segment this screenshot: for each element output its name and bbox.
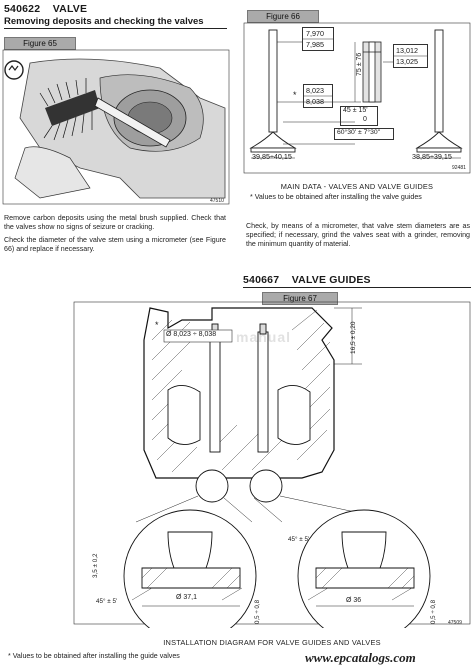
figure-67-caption: INSTALLATION DIAGRAM FOR VALVE GUIDES AN… xyxy=(163,638,381,647)
seat-circle-right xyxy=(249,469,283,503)
fig67-left-dia: Ø 37,1 xyxy=(176,594,198,601)
dim-head-a: 13,012 xyxy=(396,46,418,55)
figure-65-ref: 47510 xyxy=(210,198,224,204)
valve-stem-holder xyxy=(14,146,91,199)
site-watermark: www.epcatalogs.com xyxy=(305,650,416,665)
dim-box-guide: 8,023 8,038 xyxy=(303,84,333,108)
figure-66-illustration xyxy=(243,22,471,174)
section-code: 540622 VALVE xyxy=(4,3,87,15)
figure-66-caption: MAIN DATA - VALVES AND VALVE GUIDES xyxy=(280,182,434,191)
fig67-right-h: 0,5 ÷ 0,8 xyxy=(254,599,261,624)
figure-66-label: Figure 66 xyxy=(247,10,319,23)
right-valve xyxy=(415,29,463,153)
figure-65-illustration xyxy=(2,49,230,205)
guide-dia-box xyxy=(163,329,233,343)
dim-seat-angle: 60°30' ± 7°30'' xyxy=(337,129,381,136)
dim-star: * xyxy=(293,90,297,100)
fig67-right-angle: 45° ± 5' xyxy=(288,536,310,543)
note-circle-glyph xyxy=(8,65,19,71)
section-number: 540622 xyxy=(4,3,41,15)
fig67-right-dia: Ø 36 xyxy=(346,597,362,604)
left-valve xyxy=(249,29,297,153)
brush-handle xyxy=(94,97,171,148)
figure-frame xyxy=(73,301,471,625)
figure-frame xyxy=(243,22,471,174)
paragraph-2: Check the diameter of the valve stem usi… xyxy=(4,236,226,254)
figure-67-ref: 47509 xyxy=(448,620,462,626)
dim-length: 75 ± 76 xyxy=(356,52,363,76)
dim-stem-b: 7,985 xyxy=(306,40,324,49)
dim-right-dia: 38,85÷39,15 xyxy=(412,152,452,161)
dim-guide-b: 8,038 xyxy=(306,97,324,106)
figure-66-caption-note: * Values to be obtained after installing… xyxy=(250,193,422,201)
hatching xyxy=(151,309,331,473)
dim-stem-a: 7,970 xyxy=(306,29,324,38)
fig67-left-h: 3,5 ± 0,2 xyxy=(92,553,99,578)
dim-box-stem: 7,970 7,985 xyxy=(302,27,334,51)
seat-circle-left xyxy=(195,469,229,503)
dim-angle-a: 45 ± 15' xyxy=(343,107,368,114)
valve-guide xyxy=(362,41,382,103)
figure-frame xyxy=(2,49,230,205)
fig67-left-angle: 45° ± 5' xyxy=(96,598,118,605)
right-port xyxy=(277,385,311,445)
figure-67-caption-note: * Values to be obtained after installing… xyxy=(8,652,180,660)
guides-divider xyxy=(243,287,471,288)
section-subtitle: Removing deposits and checking the valve… xyxy=(4,16,204,27)
paragraph-1: Remove carbon deposits using the metal b… xyxy=(4,214,226,232)
dim-box-angle: 45 ± 15' 0 xyxy=(340,106,378,126)
dim-angle-b: 0 xyxy=(363,116,367,123)
fig67-right-h2: 0,5 ÷ 0,8 xyxy=(430,599,437,624)
guides-section-number: 540667 xyxy=(243,274,280,286)
guides-section-header: 540667 VALVE GUIDES xyxy=(243,274,371,286)
left-port xyxy=(167,385,201,445)
dim-guide-a: 8,023 xyxy=(306,86,324,95)
fig67-guide-dia: Ø 8,023 ÷ 8,038 xyxy=(166,331,217,338)
section-title: VALVE xyxy=(52,3,88,15)
fig67-height: 16,5 ± 0,20 xyxy=(350,321,357,354)
figure-67-illustration xyxy=(73,301,471,628)
guides-section-title: VALVE GUIDES xyxy=(291,274,371,286)
figure-66-paragraph: Check, by means of a micrometer, that va… xyxy=(246,222,470,249)
dim-box-head: 13,012 13,025 xyxy=(393,44,428,68)
dim-left-dia: 39,85÷40,15 xyxy=(252,152,292,161)
watermark-top: manual xyxy=(236,329,292,345)
divider xyxy=(4,28,227,29)
figure-65-label: Figure 65 xyxy=(4,37,76,50)
fig67-star: * xyxy=(155,320,159,330)
figure-66-ref: 92481 xyxy=(452,165,466,171)
note-circle-icon xyxy=(4,60,24,80)
dim-head-b: 13,025 xyxy=(396,57,418,66)
brush-bristles xyxy=(45,90,100,126)
dim-box-seat: 60°30' ± 7°30'' xyxy=(334,128,394,140)
